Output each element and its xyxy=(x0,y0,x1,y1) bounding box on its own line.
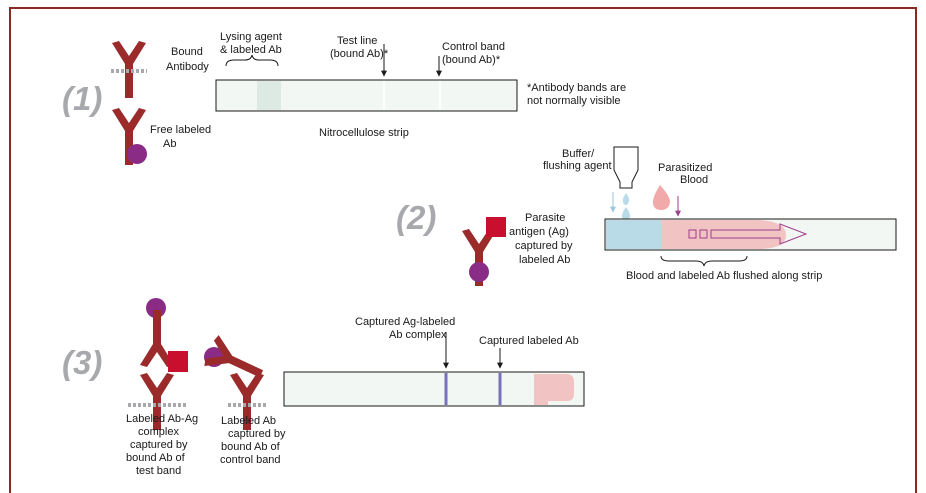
blood-label-1: Parasitized xyxy=(658,162,712,174)
control-capture-label-2: captured by xyxy=(228,428,286,440)
lysing-label-1: Lysing agent xyxy=(220,31,282,43)
buffer-drop-icon xyxy=(622,193,630,205)
flow-square-icon xyxy=(688,229,697,239)
free-labeled-label-1: Free labeled xyxy=(150,124,211,136)
parasite-antigen-icon xyxy=(486,217,506,237)
bound-antibody-label-2: Antibody xyxy=(166,61,209,73)
free-labeled-label-2: Ab xyxy=(163,138,176,150)
complex-label-2: Ab complex xyxy=(389,329,447,341)
blood-drop-icon xyxy=(653,185,670,210)
buffer-label-2: flushing agent xyxy=(543,160,612,172)
antigen-label-2: antigen (Ag) xyxy=(509,226,569,238)
control-band-label-2: (bound Ab)* xyxy=(442,54,501,66)
flow-square-icon xyxy=(699,229,708,239)
footnote-1: *Antibody bands are xyxy=(527,82,626,94)
buffer-dropper-icon xyxy=(613,146,639,189)
control-capture-label-3: bound Ab of xyxy=(221,441,281,453)
flow-brace xyxy=(660,255,748,267)
step-2-number: (2) xyxy=(396,199,436,236)
control-capture-label-1: Labeled Ab xyxy=(221,415,276,427)
lysing-brace xyxy=(225,54,279,67)
residual-blood-zone xyxy=(534,374,574,405)
test-capture-label-3: captured by xyxy=(130,439,188,451)
complex-label-1: Captured Ag-labeled xyxy=(355,316,455,328)
figure-frame xyxy=(9,7,917,493)
blood-flow-zone xyxy=(661,220,786,249)
control-capture-label-4: control band xyxy=(220,454,281,466)
test-capture-label-1: Labeled Ab-Ag xyxy=(126,413,198,425)
antigen-label-4: labeled Ab xyxy=(519,254,570,266)
step-3-number: (3) xyxy=(62,344,102,381)
step-1-number: (1) xyxy=(62,80,102,117)
bound-antibody-label-1: Bound xyxy=(171,46,203,58)
test-capture-label-4: bound Ab of xyxy=(126,452,186,464)
test-line-label-1: Test line xyxy=(337,35,377,47)
test-capture-label-2: complex xyxy=(138,426,179,438)
lysing-label-2: & labeled Ab xyxy=(220,44,282,56)
flow-direction-arrow xyxy=(710,223,808,245)
test-line-label-2: (bound Ab)* xyxy=(330,48,389,60)
strip-label: Nitrocellulose strip xyxy=(319,127,409,139)
antigen-label-3: captured by xyxy=(515,240,573,252)
blood-label-2: Blood xyxy=(680,174,708,186)
buffer-zone xyxy=(606,220,661,249)
control-band-label-1: Control band xyxy=(442,41,505,53)
footnote-2: not normally visible xyxy=(527,95,621,107)
captured-label: Captured labeled Ab xyxy=(479,335,579,347)
antigen-label-1: Parasite xyxy=(525,212,565,224)
test-capture-label-5: test band xyxy=(136,465,181,477)
lysing-pad xyxy=(257,81,281,110)
buffer-drop-icon xyxy=(621,207,631,221)
flow-label: Blood and labeled Ab flushed along strip xyxy=(626,270,822,282)
label-dot-icon xyxy=(469,262,489,282)
captured-antigen-icon xyxy=(168,351,188,372)
label-dot-icon xyxy=(127,144,147,164)
buffer-label-1: Buffer/ xyxy=(562,148,595,160)
